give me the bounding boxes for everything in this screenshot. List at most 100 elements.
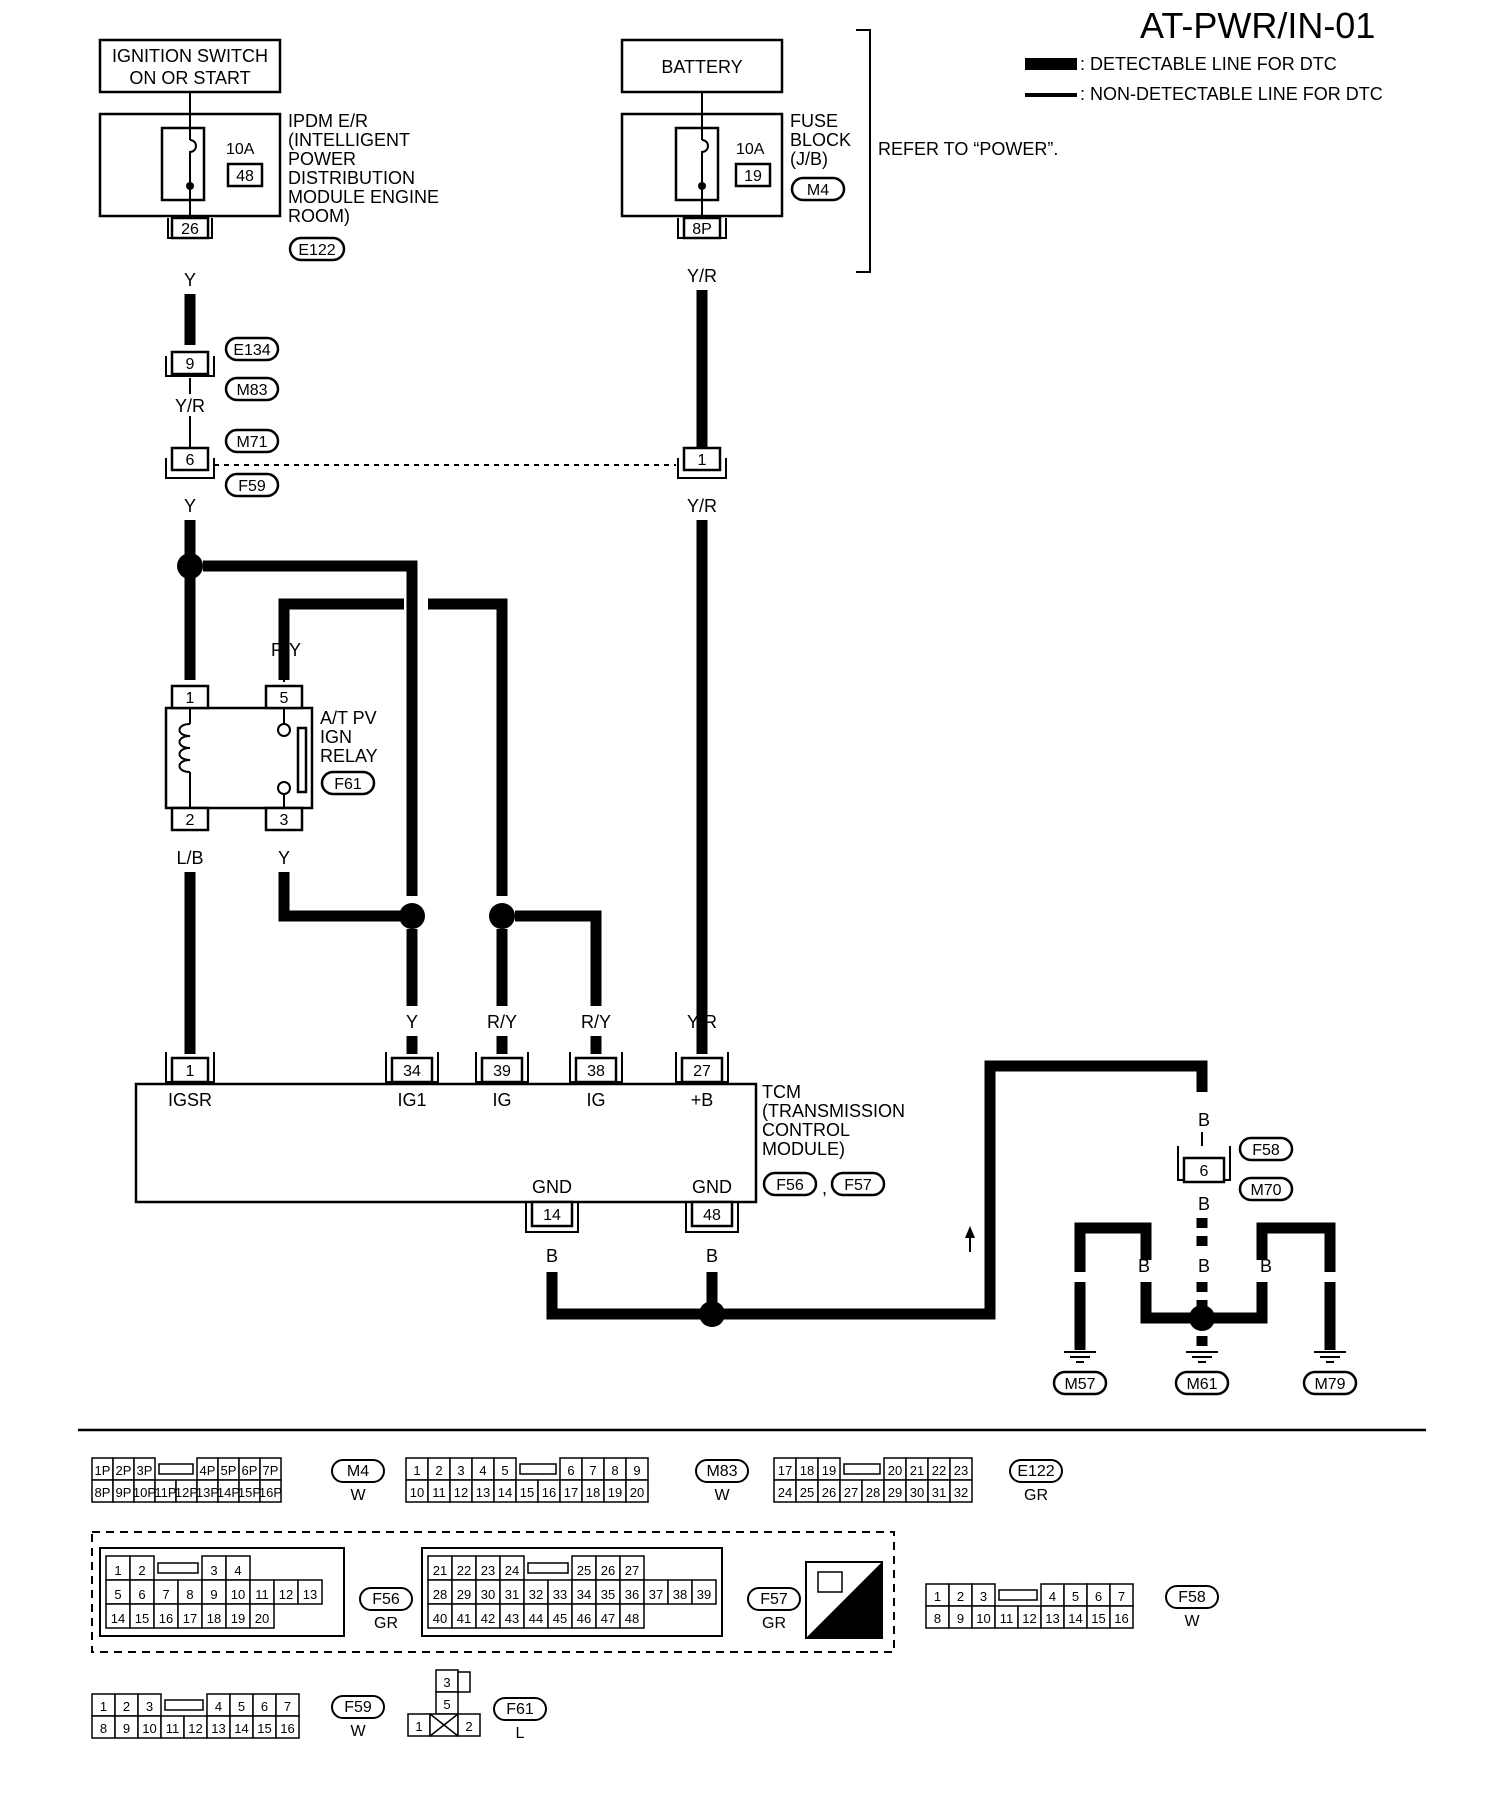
svg-text:W: W [350,1487,366,1504]
svg-text:5P: 5P [221,1463,237,1478]
wire-color-tcm-34: Y [406,1012,418,1032]
ipdm-box: 10A 48 IPDM E/R (INTELLIGENT POWER DISTR… [98,111,439,262]
relay-pin-3: 3 [264,806,304,832]
svg-text:3: 3 [457,1463,464,1478]
fuse-block-number: 19 [744,168,762,185]
svg-text:14: 14 [1068,1611,1082,1626]
svg-text:L: L [516,1725,525,1742]
wire-color-y-1: Y [184,270,196,290]
ground-symbol-m79: M79 [1302,1351,1358,1396]
svg-text:45: 45 [553,1611,567,1626]
tcm-pin-48: 48 [685,1200,739,1233]
relay-pin-1: 1 [170,684,210,710]
svg-text:8P: 8P [692,221,712,238]
wire-color-b-48: B [706,1246,718,1266]
svg-text:F57: F57 [760,1591,788,1608]
wire-color-b-g3: B [1198,1256,1210,1276]
tcm-label-2: CONTROL [762,1120,850,1140]
svg-text:14: 14 [111,1611,125,1626]
svg-text:8: 8 [186,1587,193,1602]
svg-text:3: 3 [443,1675,450,1690]
svg-text:30: 30 [481,1587,495,1602]
svg-text:19: 19 [608,1485,622,1500]
svg-text:19: 19 [231,1611,245,1626]
svg-text:26: 26 [601,1563,615,1578]
svg-text:10: 10 [410,1485,424,1500]
svg-text:10: 10 [142,1721,156,1736]
svg-text:14: 14 [543,1207,561,1224]
svg-text:4: 4 [1049,1589,1056,1604]
wire-color-tcm-39: R/Y [487,1012,517,1032]
ipdm-pin-26: 26 [167,216,213,240]
svg-text:3: 3 [210,1563,217,1578]
svg-text:16: 16 [280,1721,294,1736]
svg-text:46: 46 [577,1611,591,1626]
svg-text:18: 18 [207,1611,221,1626]
svg-text:7: 7 [162,1587,169,1602]
tcm-pin-34: 34 [385,1052,439,1084]
svg-text:4: 4 [215,1699,222,1714]
fuse-block-connector-id: M4 [807,182,829,199]
svg-text:26: 26 [822,1485,836,1500]
svg-text:F56: F56 [372,1591,400,1608]
svg-text:22: 22 [932,1463,946,1478]
splice-ig [489,903,515,929]
page-title: AT-PWR/IN-01 [1140,5,1375,46]
legend-detectable-swatch [1025,58,1077,70]
wire-color-b-14: B [546,1246,558,1266]
svg-text:H.S.: H.S. [842,1613,873,1630]
svg-text:3: 3 [146,1699,153,1714]
svg-text:20: 20 [255,1611,269,1626]
svg-text:6: 6 [567,1463,574,1478]
svg-text:24: 24 [505,1563,519,1578]
svg-text:15: 15 [257,1721,271,1736]
svg-text:2: 2 [123,1699,130,1714]
svg-text:31: 31 [932,1485,946,1500]
wire-color-lb: L/B [176,848,203,868]
refer-to-power: REFER TO “POWER”. [878,139,1058,159]
svg-text:34: 34 [403,1063,421,1080]
svg-text:13: 13 [211,1721,225,1736]
svg-text:3: 3 [980,1589,987,1604]
legend-non-detectable-label: : NON-DETECTABLE LINE FOR DTC [1080,84,1383,104]
wire-color-b-g5: B [1324,1256,1336,1276]
svg-text:W: W [1184,1613,1200,1630]
fuse-block-label-1: BLOCK [790,130,851,150]
svg-text:28: 28 [866,1485,880,1500]
svg-text:M57: M57 [1064,1376,1095,1393]
tcm-pin-name-igsr: IGSR [168,1090,212,1110]
svg-text:10P: 10P [133,1485,156,1500]
svg-text:15: 15 [520,1485,534,1500]
svg-text:1: 1 [934,1589,941,1604]
svg-text:12P: 12P [175,1485,198,1500]
svg-text:48: 48 [625,1611,639,1626]
battery-box: BATTERY [620,38,784,94]
wire-color-ry-relay: R/Y [271,640,301,660]
junction-pin-1: 1 [677,446,727,479]
svg-text:13: 13 [303,1587,317,1602]
tcm-box: TCM (TRANSMISSION CONTROL MODULE) F56 , … [134,1082,905,1204]
svg-text:GR: GR [1024,1487,1048,1504]
svg-text:37: 37 [649,1587,663,1602]
svg-text:M61: M61 [1186,1376,1217,1393]
ipdm-label-5: ROOM) [288,206,350,226]
svg-text:M70: M70 [1250,1182,1281,1199]
svg-text:12: 12 [454,1485,468,1500]
svg-text:25: 25 [577,1563,591,1578]
svg-text:7: 7 [1118,1589,1125,1604]
ipdm-label-0: IPDM E/R [288,111,368,131]
tcm-pin-name-ig1: IG1 [397,1090,426,1110]
svg-text:30: 30 [910,1485,924,1500]
svg-text:E122: E122 [1017,1463,1054,1480]
svg-text:15: 15 [1091,1611,1105,1626]
svg-text:GR: GR [762,1615,786,1632]
svg-text:6P: 6P [242,1463,258,1478]
svg-text:29: 29 [457,1587,471,1602]
svg-text:GR: GR [374,1615,398,1632]
ignition-switch-box: IGNITION SWITCH ON OR START [98,38,282,94]
svg-text:33: 33 [553,1587,567,1602]
